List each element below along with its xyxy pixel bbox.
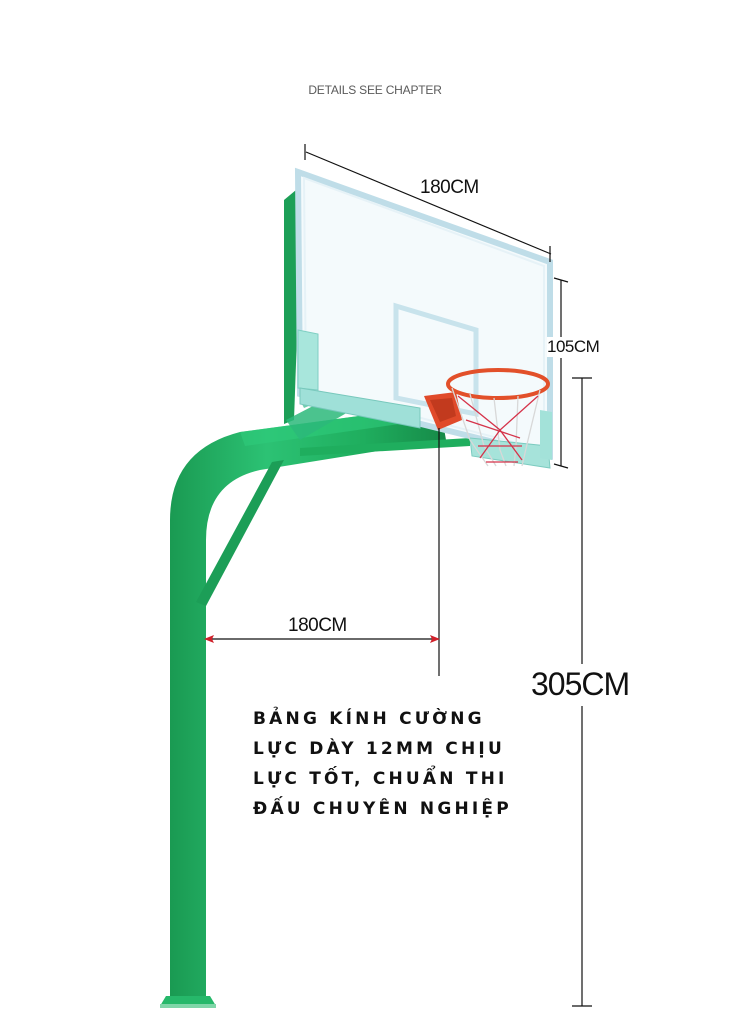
dimension-rim-height: [572, 377, 592, 1007]
dimension-backboard-height: [553, 277, 569, 469]
backboard: [294, 167, 553, 469]
rim-and-net: [424, 368, 550, 467]
backboard-width-label: 180CM: [420, 177, 479, 198]
backboard-height-label: 105CM: [547, 337, 600, 357]
overhang-label: 180CM: [288, 615, 347, 636]
dimension-overhang: [204, 428, 440, 676]
dimension-backboard-width: [304, 144, 552, 262]
description-line: LỰC TỐT, CHUẨN THI: [253, 769, 508, 789]
description-line: BẢNG KÍNH CƯỜNG: [253, 709, 485, 729]
product-description: BẢNG KÍNH CƯỜNG LỰC DÀY 12MM CHỊU LỰC TỐ…: [253, 704, 553, 824]
description-line: ĐẤU CHUYÊN NGHIỆP: [253, 799, 512, 819]
description-line: LỰC DÀY 12MM CHỊU: [253, 739, 505, 759]
details-caption: DETAILS SEE CHAPTER: [308, 83, 442, 97]
rim-height-label: 305CM: [529, 666, 632, 703]
